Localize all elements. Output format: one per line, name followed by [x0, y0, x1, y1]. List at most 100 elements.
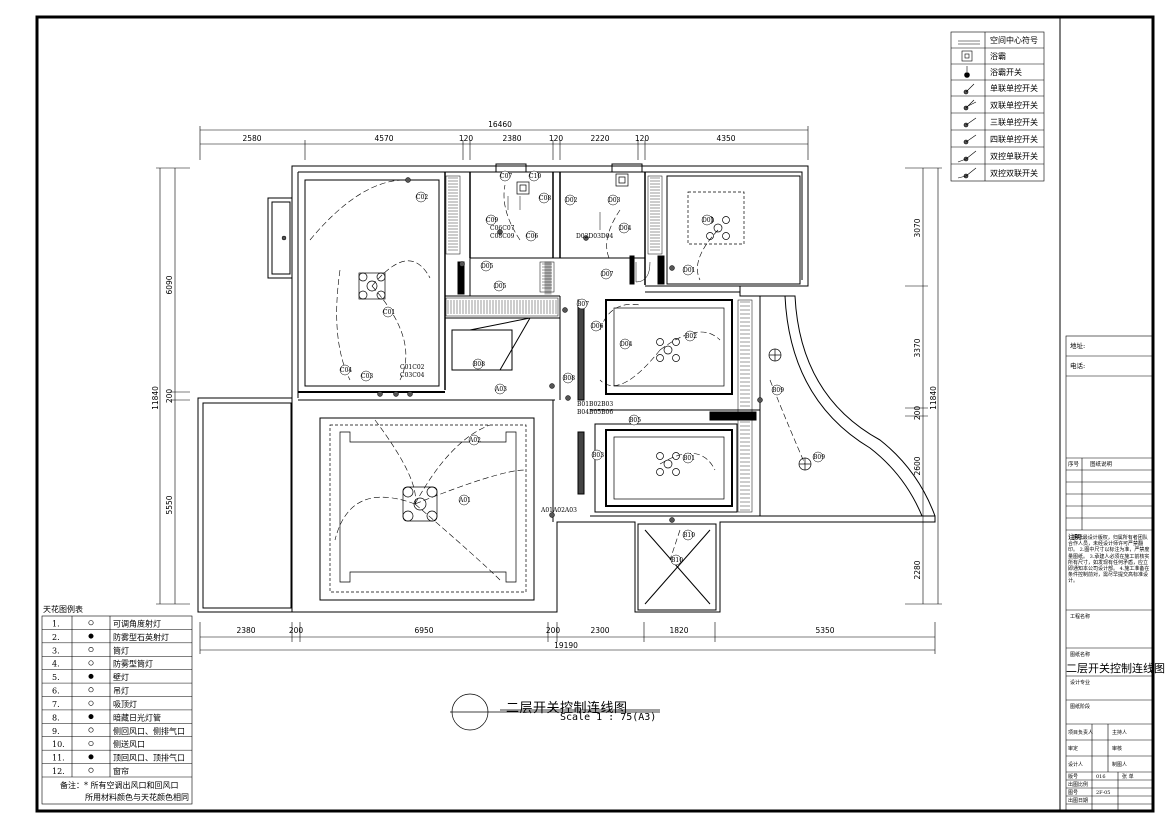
dim-top-seg: 2580: [242, 134, 261, 143]
tb-checker: 审核: [1112, 745, 1122, 752]
tb-date-label: 出图日期: [1068, 797, 1088, 804]
legend-row-number: 12.: [52, 767, 65, 776]
dim-right-seg: 200: [913, 406, 922, 421]
switch-wiring: [309, 179, 806, 581]
fixture-label: D05: [481, 263, 494, 270]
legend-row-label: 壁灯: [113, 672, 129, 682]
fixture-label: A02: [468, 437, 481, 444]
legend-row-number: 10.: [52, 740, 65, 749]
tb-lead: 项目负责人: [1068, 729, 1093, 736]
legend-label: 双控单联开关: [990, 151, 1038, 161]
fixture-label: C08C09: [490, 233, 515, 240]
fixture-label: B01B02B03: [577, 401, 613, 408]
legend-label: 四联单控开关: [990, 134, 1038, 144]
fixture-label: D07: [601, 271, 614, 278]
dim-bottom-seg: 200: [546, 626, 561, 635]
fixture-label: C04: [340, 367, 352, 374]
tb-scale-label: 出图比例: [1068, 781, 1088, 788]
legend-row-symbol: [88, 687, 94, 693]
tb-number: 2F-05: [1096, 790, 1110, 796]
dim-bottom-total: 19190: [554, 641, 578, 650]
legend-row-number: 9.: [52, 727, 60, 736]
fixture-label: B05: [629, 417, 641, 424]
tb-drafter: 制图人: [1112, 761, 1127, 768]
legend-row-label: 防雾型石英射灯: [113, 632, 169, 642]
tb-chief: 主持人: [1112, 729, 1127, 736]
dim-bottom-seg: 6950: [414, 626, 433, 635]
tb-phone: 电话:: [1070, 361, 1085, 370]
ceiling-coffers: [329, 191, 745, 593]
dim-left-seg: 5550: [165, 495, 174, 514]
legend-row-symbol: [88, 714, 94, 720]
fixture-label: D05: [494, 283, 507, 290]
dim-left-total: 11840: [151, 386, 160, 410]
fixture-label: D03: [608, 197, 621, 204]
fixture-label: C09: [486, 217, 498, 224]
tb-seq: 序号: [1068, 460, 1080, 468]
fixture-label: B04B05B06: [577, 409, 613, 416]
legend-row-symbol: [88, 740, 94, 746]
legend-row-symbol: [88, 767, 94, 773]
fixture-label: D06: [591, 323, 604, 330]
ceiling-legend-note: 所用材料颜色与天花颜色相同: [85, 792, 189, 802]
top-legend-labels: 空间中心符号 浴霸 浴霸开关 单联单控开关 双联单控开关 三联单控开关 四联单控…: [990, 35, 1038, 178]
legend-label: 浴霸开关: [990, 67, 1022, 77]
dim-bottom-seg: 5350: [815, 626, 834, 635]
legend-label: 三联单控开关: [990, 117, 1038, 127]
tb-reviewer: 审定: [1068, 745, 1078, 752]
fixture-label: A03: [494, 386, 507, 393]
dim-right-seg: 2600: [913, 456, 922, 475]
fixture-label: B10: [683, 532, 695, 539]
dim-bottom-seg: 2300: [590, 626, 609, 635]
vent-hatching: [445, 175, 753, 513]
legend-row-number: 6.: [52, 687, 60, 696]
fixture-label: B08: [563, 375, 575, 382]
legend-row-symbol: [88, 660, 94, 666]
dim-bottom-seg: 1820: [669, 626, 688, 635]
fixture-label: B03: [592, 452, 604, 459]
legend-row-label: 顶回风口、顶排气口: [113, 753, 185, 763]
legend-row-number: 11.: [52, 754, 65, 763]
legend-row-symbol: [88, 633, 94, 639]
title-block-labels: 地址: 电话: 序号 图纸说明 注明: 工程名称 图纸名称 设计专业 图纸阶段 …: [1068, 341, 1134, 804]
legend-label: 浴霸: [990, 51, 1006, 61]
tb-designer: 设计人: [1068, 761, 1083, 768]
dim-top-seg: 2220: [590, 134, 609, 143]
fixture-label: C01: [383, 309, 395, 316]
ceiling-legend-title: 天花图例表: [43, 604, 83, 614]
legend-label: 双控双联开关: [990, 168, 1038, 178]
fixture-label: D01: [702, 217, 714, 224]
fixture-label: C07: [500, 173, 512, 180]
title-marker: [450, 693, 660, 731]
dim-right-total: 11840: [929, 386, 938, 410]
tb-address: 地址:: [1070, 341, 1085, 350]
chandelier-icon: [358, 173, 812, 522]
dim-left-seg: 200: [165, 389, 174, 404]
legend-row-symbol: [88, 647, 94, 653]
title-block: [1065, 335, 1154, 812]
fixture-label: B02: [685, 333, 697, 340]
legend-row-symbol: [88, 727, 94, 733]
dimension-left: [156, 167, 190, 605]
top-right-legend: [950, 31, 1045, 182]
legend-row-symbol: [88, 673, 94, 679]
dim-top-seg: 4570: [374, 134, 393, 143]
fixture-label: D02: [565, 197, 578, 204]
fixture-label: B10: [671, 557, 683, 564]
dim-top-seg: 120: [549, 134, 564, 143]
switch-icon: [281, 177, 763, 523]
dim-right-seg: 3070: [913, 218, 922, 237]
legend-row-label: 暗藏日光灯管: [113, 712, 161, 722]
dim-right-seg: 3370: [913, 338, 922, 357]
legend-row-symbol: [88, 700, 94, 706]
fixture-label: D01: [683, 267, 695, 274]
fixture-label: C01C02: [400, 364, 425, 371]
floor-plan-walls: [197, 163, 936, 613]
fixture-label: D02D03D04: [576, 233, 614, 240]
legend-row-label: 防雾型筒灯: [113, 659, 153, 669]
legend-row-label: 窗帘: [113, 766, 129, 776]
legend-row-label: 侧送风口: [113, 739, 145, 749]
ceiling-legend-note: 备注：* 所有空调出风口和回风口: [60, 780, 179, 790]
legend-row-number: 1.: [52, 619, 60, 628]
dim-top-seg: 2380: [502, 134, 521, 143]
